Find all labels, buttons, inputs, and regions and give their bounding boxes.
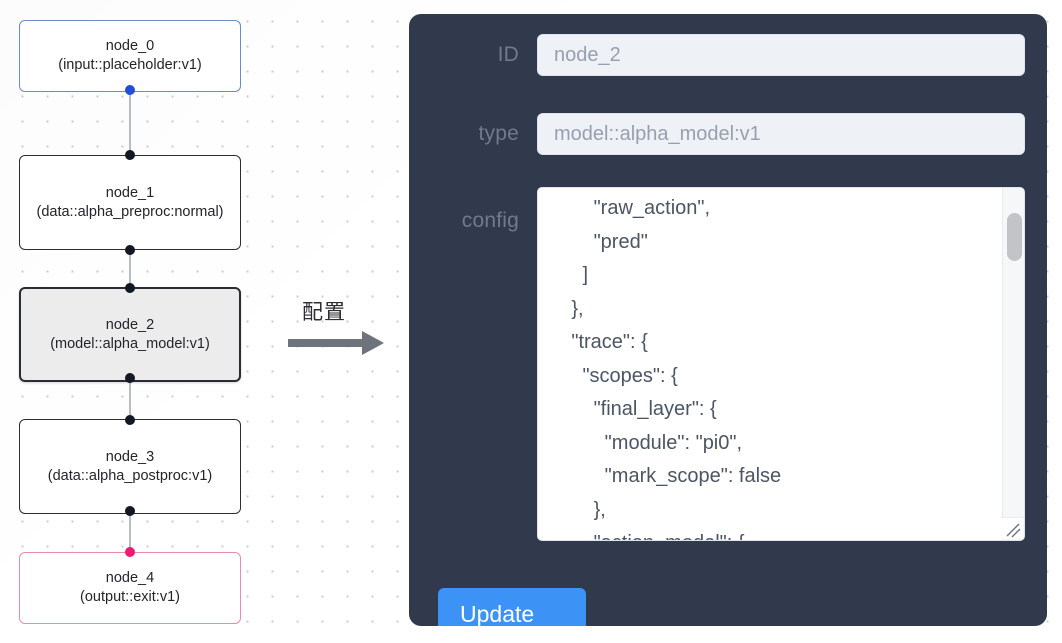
graph-node-label: node_0 (input::placeholder:v1) <box>58 38 202 73</box>
port-node_3-top[interactable] <box>125 415 135 425</box>
port-node_2-top[interactable] <box>125 283 135 293</box>
config-scrollbar[interactable] <box>1002 188 1024 540</box>
port-node_4-top[interactable] <box>125 547 135 557</box>
port-node_1-bottom[interactable] <box>125 245 135 255</box>
graph-node-node_0[interactable]: node_0 (input::placeholder:v1) <box>19 20 241 92</box>
update-button[interactable]: Update <box>438 588 586 626</box>
port-node_3-bottom[interactable] <box>125 506 135 516</box>
id-input[interactable]: node_2 <box>537 34 1025 76</box>
edge-node3-node4 <box>129 510 131 557</box>
port-node_1-top[interactable] <box>125 150 135 160</box>
config-scrollbar-thumb[interactable] <box>1007 213 1022 261</box>
edge-node0-node1 <box>129 88 131 160</box>
edge-node2-node3 <box>129 378 131 424</box>
graph-node-label: node_2 (model::alpha_model:v1) <box>50 316 210 352</box>
graph-node-label: node_3 (data::alpha_postproc:v1) <box>47 448 213 484</box>
graph-node-node_1[interactable]: node_1 (data::alpha_preproc:normal) <box>19 155 241 250</box>
id-field-label: ID <box>497 43 519 66</box>
config-textarea[interactable]: "raw_action", "pred" ] }, "trace": { "sc… <box>571 197 782 540</box>
type-input[interactable]: model::alpha_model:v1 <box>537 113 1025 155</box>
arrow-right-icon <box>288 331 384 355</box>
node-properties-panel: ID node_2 type model::alpha_model:v1 con… <box>409 14 1047 626</box>
field-row-config: config "raw_action", "pred" ] }, "trace"… <box>409 187 1047 541</box>
graph-node-node_3[interactable]: node_3 (data::alpha_postproc:v1) <box>19 419 241 514</box>
annotation-arrow-group: 配置 <box>288 296 398 366</box>
field-row-id: ID node_2 <box>409 34 1047 76</box>
field-row-type: type model::alpha_model:v1 <box>409 113 1047 155</box>
config-editor[interactable]: "raw_action", "pred" ] }, "trace": { "sc… <box>537 187 1025 541</box>
port-node_2-bottom[interactable] <box>125 373 135 383</box>
graph-node-label: node_1 (data::alpha_preproc:normal) <box>36 184 224 220</box>
type-field-label: type <box>478 122 519 145</box>
port-node_0-bottom[interactable] <box>125 85 135 95</box>
edge-node1-node2 <box>129 246 131 292</box>
graph-node-node_2[interactable]: node_2 (model::alpha_model:v1) <box>19 287 241 382</box>
graph-node-label: node_4 (output::exit:v1) <box>80 570 180 605</box>
config-resize-handle[interactable] <box>1001 517 1023 539</box>
config-field-label: config <box>461 209 519 232</box>
annotation-label: 配置 <box>302 300 346 324</box>
graph-node-node_4[interactable]: node_4 (output::exit:v1) <box>19 552 241 624</box>
